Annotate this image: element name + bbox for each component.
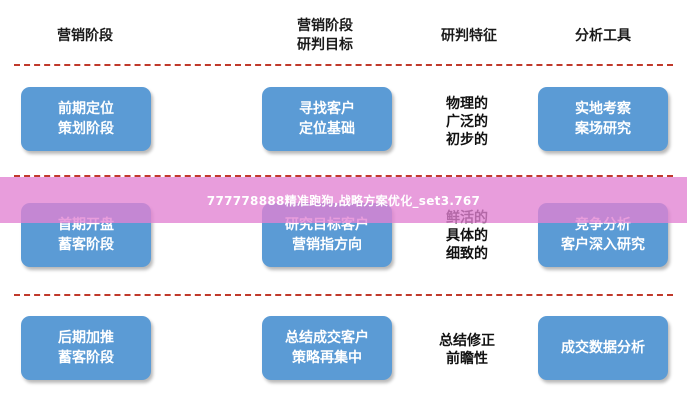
row-divider [14,175,673,177]
header-features: 研判特征 [441,27,497,44]
feature-text-row3: 总结修正 前瞻性 [439,333,495,367]
tool-box-row1: 实地考察 案场研究 [538,87,668,151]
tool-box-row3: 成交数据分析 [538,316,668,380]
banner-text: 777778888精准跑狗,战略方案优化_set3.767 [206,193,481,208]
row-divider [14,294,673,296]
header-stage-goal: 营销阶段 研判目标 [297,18,353,53]
goal-box-row1: 寻找客户 定位基础 [262,87,392,151]
stage-box-row3: 后期加推 蓄客阶段 [21,316,151,380]
watermark-banner: 777778888精准跑狗,战略方案优化_set3.767 [0,177,687,223]
goal-box-row3: 总结成交客户 策略再集中 [262,316,392,380]
header-marketing-stage: 营销阶段 [57,27,113,44]
header-analysis-tools: 分析工具 [575,27,631,44]
stage-box-row1: 前期定位 策划阶段 [21,87,151,151]
row-divider [14,64,673,66]
feature-text-row1: 物理的 广泛的 初步的 [446,96,488,148]
